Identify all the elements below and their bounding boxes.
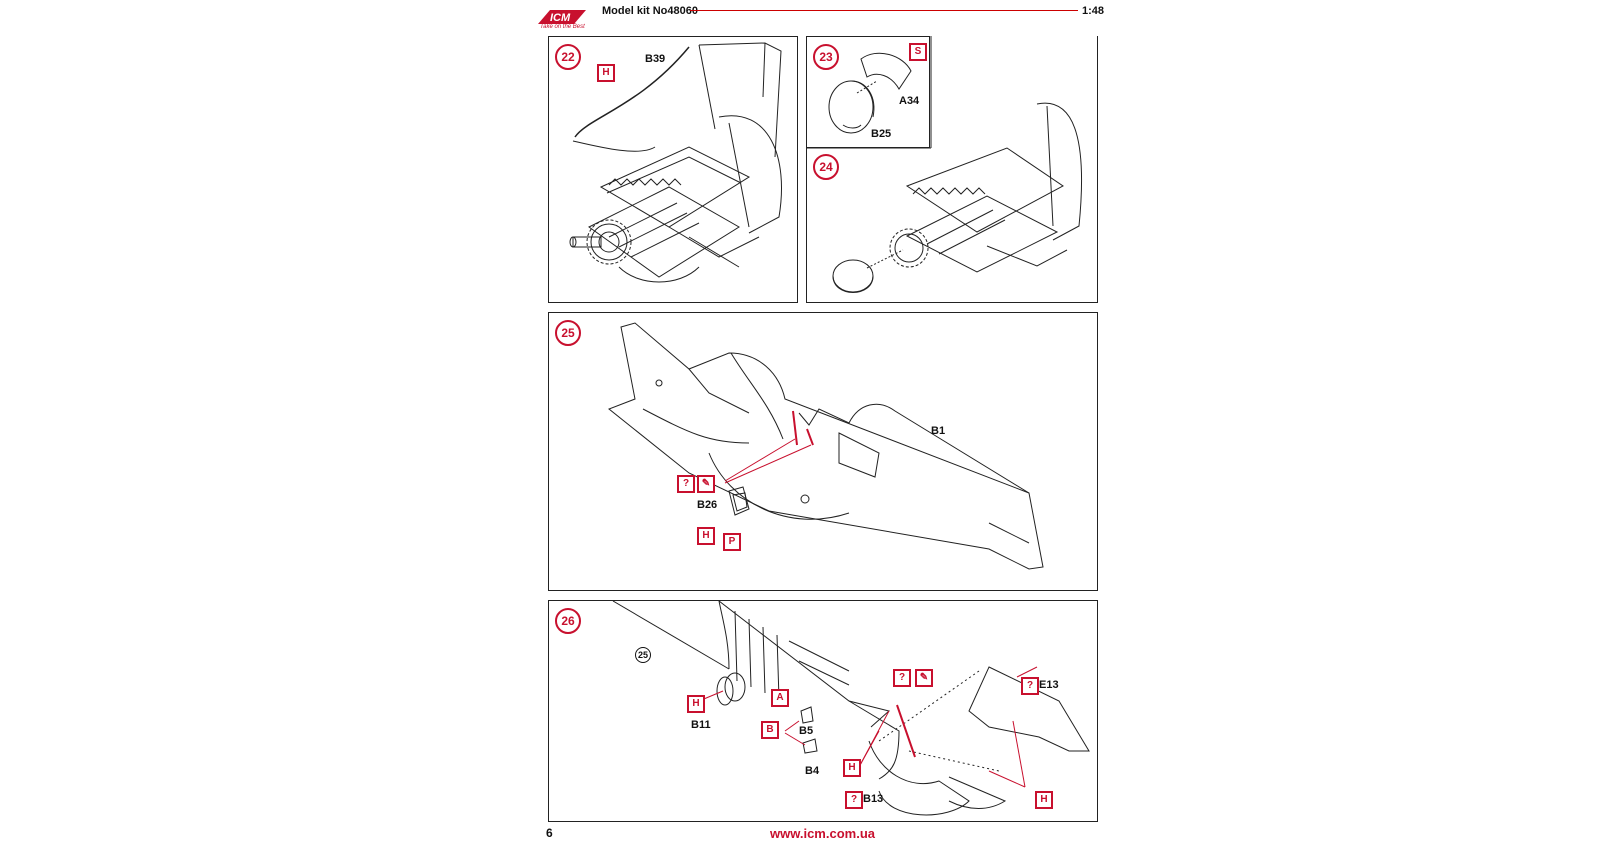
brush-tag-icon: ✎ [697,475,715,493]
step-number: 22 [555,44,581,70]
part-label-b26: B26 [697,499,718,511]
brush-tag-icon: ✎ [915,669,933,687]
scale-label: 1:48 [1082,5,1105,17]
tag-question: ? [845,791,863,809]
tag-h: H [1035,791,1053,809]
part-label-a34: A34 [899,95,920,107]
tag-p: P [723,533,741,551]
tag-h: H [843,759,861,777]
icm-logo: ICM [538,10,586,24]
engine-drawing [569,42,782,283]
step-number: 26 [555,608,581,634]
tag-a: A [771,689,789,707]
step-reference: 25 [635,647,651,663]
step-number: 24 [813,154,839,180]
tag-question: ? [1021,677,1039,695]
footer-url[interactable]: www.icm.com.ua [770,826,875,841]
engine-assembly-drawing [807,36,1083,293]
step-23-panel: 23 A34 B25 S [806,36,930,148]
part-label-b1: B1 [931,425,946,437]
step-26-panel: 26 25 [548,600,1098,822]
part-label-b25: B25 [871,128,892,140]
tag-b: B [761,721,779,739]
step-number: 25 [555,320,581,346]
part-label-e13: E13 [1039,679,1059,691]
header-rule [690,10,1078,11]
step-22-panel: 22 [548,36,798,303]
step-number: 23 [813,44,839,70]
part-label-b13: B13 [863,793,884,805]
tag-h: H [697,527,715,545]
fuselage-drawing [608,322,1044,570]
step-25-panel: 25 B1 B26 ? ✎ H P [548,312,1098,591]
svg-text:ICM: ICM [550,12,571,24]
tag-s: S [909,43,927,61]
spinner-drawing [828,52,912,134]
tag-question: ? [677,475,695,493]
part-label-b5: B5 [799,725,814,737]
part-label-b11: B11 [691,719,711,731]
part-label-b4: B4 [805,765,820,777]
step-24-panel: 24 [806,36,1098,303]
page-number: 6 [546,826,553,840]
brand-slogan: Take on the Best [540,24,585,30]
wing-drawing [612,601,1090,816]
model-kit-title: Model kit No48060 [602,5,698,17]
part-label-b39: B39 [645,53,666,65]
tag-question: ? [893,669,911,687]
tag-h: H [687,695,705,713]
tag-h: H [597,64,615,82]
